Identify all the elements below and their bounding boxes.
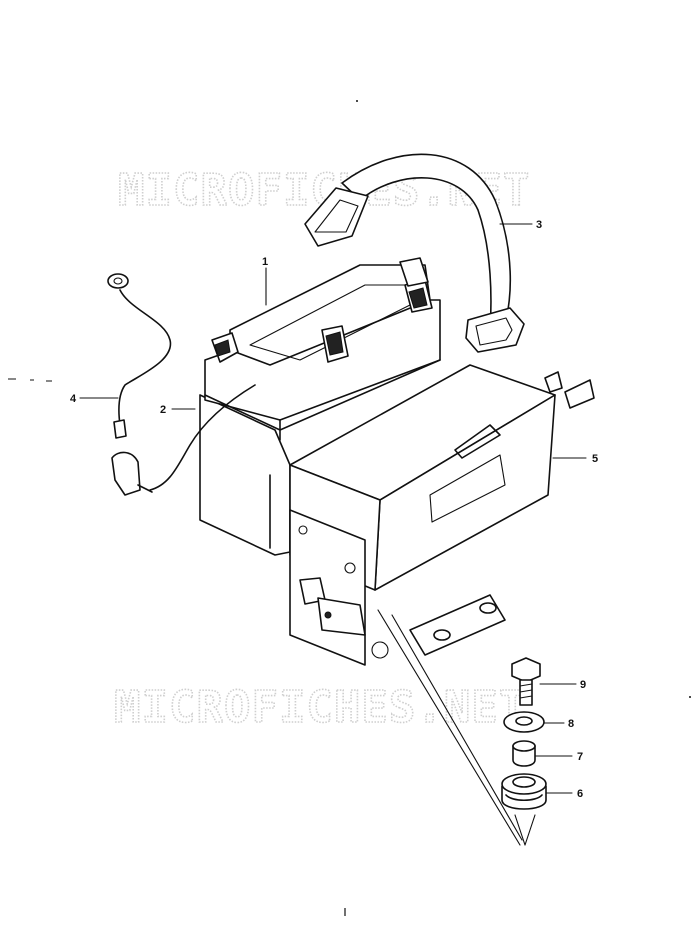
vent-tube	[111, 384, 256, 496]
battery-cable	[107, 273, 172, 439]
cushion-grommet	[501, 773, 547, 810]
battery-tray	[289, 364, 595, 666]
collar	[512, 740, 536, 767]
leader-lines	[79, 223, 587, 794]
callout-8: 8	[568, 718, 574, 730]
washer	[503, 711, 545, 733]
bolt	[511, 657, 541, 706]
battery	[199, 257, 441, 556]
callout-2: 2	[160, 404, 166, 416]
callout-3: 3	[536, 219, 542, 231]
assembly-lines	[377, 609, 536, 846]
callout-labels: 1 2 3 4 5 6 7 8 9	[70, 219, 598, 800]
callout-6: 6	[577, 788, 583, 800]
callout-7: 7	[577, 751, 583, 763]
scan-specks	[8, 100, 691, 916]
callout-5: 5	[592, 453, 598, 465]
battery-strap	[304, 153, 525, 353]
callout-1: 1	[262, 256, 268, 268]
callout-4: 4	[70, 393, 77, 405]
callout-9: 9	[580, 679, 586, 691]
watermark-bottom: MICROFICHES.NET	[114, 682, 526, 733]
